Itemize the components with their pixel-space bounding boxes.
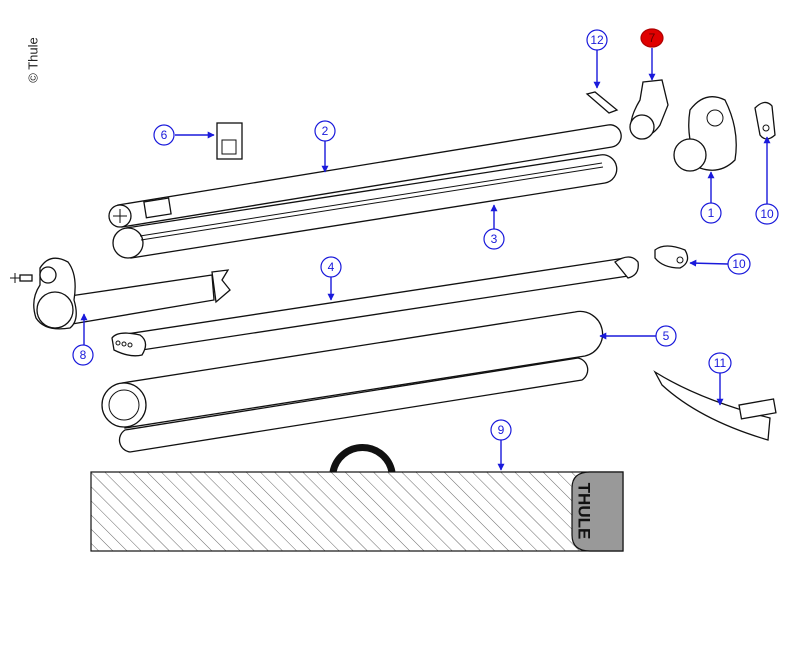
part-5-fabric-roll [101,310,604,453]
callout-10-lower[interactable]: 10 [689,253,751,275]
callout-number: 5 [663,329,670,343]
part-9-storage-bag: THULE [90,444,624,552]
callout-7-highlighted[interactable]: 7 [640,28,664,81]
part-11-strap [653,370,777,441]
callout-5[interactable]: 5 [599,325,677,347]
callout-12[interactable]: 12 [586,29,608,89]
callout-number: 9 [498,423,505,437]
part-7-bracket [629,79,669,140]
part-3-housing-profile [112,154,618,259]
callout-number: 12 [590,33,604,47]
callout-1[interactable]: 1 [700,171,722,224]
callout-10-upper[interactable]: 10 [755,136,779,225]
bag-logo: THULE [575,483,594,540]
callout-8[interactable]: 8 [72,313,94,366]
part-4-front-bar [111,256,639,357]
callout-4[interactable]: 4 [320,256,342,301]
callout-number: 2 [322,124,329,138]
callout-number: 8 [80,348,87,362]
part-10-plate-lower [654,245,689,269]
callout-number: 7 [649,31,656,45]
callout-2[interactable]: 2 [314,120,336,173]
callout-9[interactable]: 9 [490,419,512,471]
part-10-plate-upper [754,101,776,140]
part-6-clip [216,122,243,160]
callout-number: 1 [708,206,715,220]
callout-number: 10 [760,207,774,221]
part-1-mechanism [673,96,737,172]
callout-number: 6 [161,128,168,142]
part-2-roller-tube [108,124,622,228]
callout-number: 3 [491,232,498,246]
bag-handle [329,444,396,473]
callout-number: 11 [714,356,727,370]
callout-6[interactable]: 6 [153,124,215,146]
callout-number: 10 [732,257,746,271]
part-8-end-cap [10,257,231,330]
callout-3[interactable]: 3 [483,204,505,250]
part-12-lever [585,91,619,114]
callout-number: 4 [328,260,335,274]
callout-11[interactable]: 11 [708,352,732,406]
